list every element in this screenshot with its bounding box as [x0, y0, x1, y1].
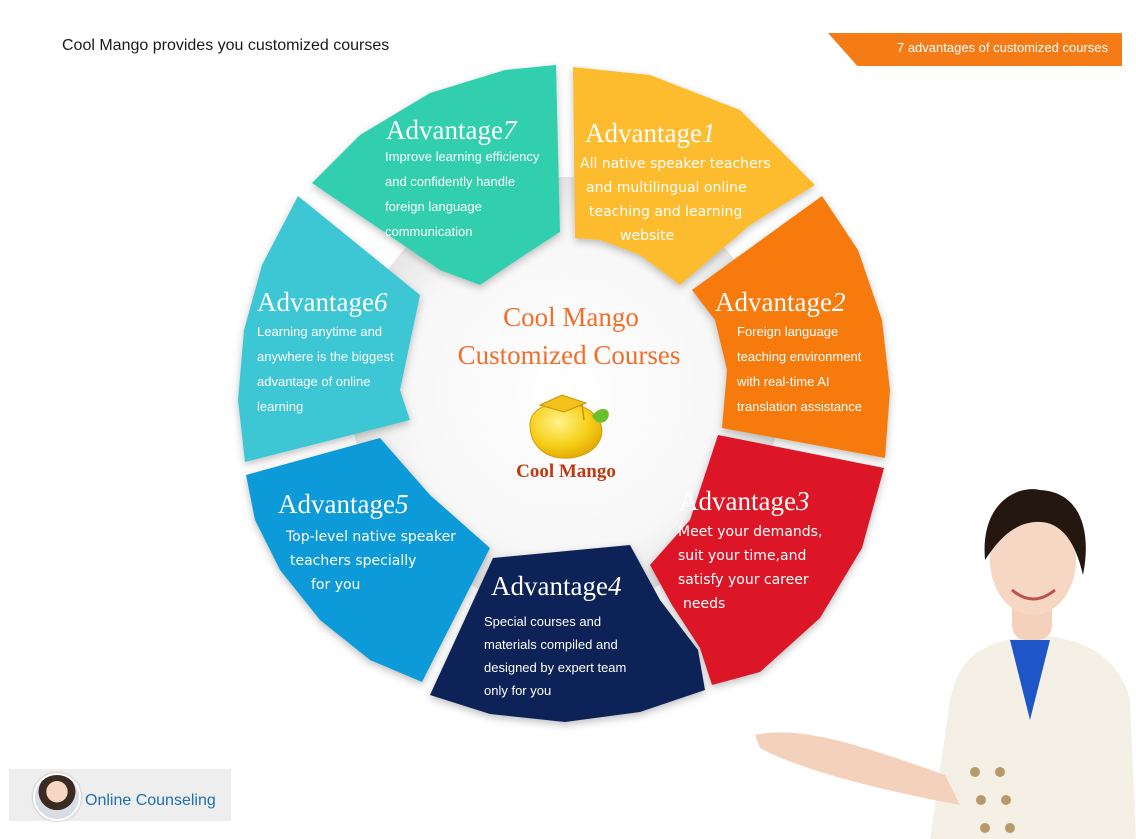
advantage-7-text: Improve learning efficiency and confiden… — [385, 149, 543, 239]
advantage-2-title: Advantage2 — [715, 287, 845, 317]
segment-advantage-1[interactable] — [573, 67, 815, 285]
wheel-center — [350, 177, 780, 607]
segment-advantage-4[interactable] — [430, 545, 705, 722]
advantage-1-title: Advantage1 — [585, 118, 715, 148]
ribbon-label: 7 advantages of customized courses — [896, 40, 1108, 55]
graduation-cap-icon — [538, 394, 588, 413]
advantage-5-title: Advantage5 — [278, 489, 408, 519]
advantage-4-text: Special courses and materials compiled a… — [484, 614, 630, 698]
advantage-3-text: Meet your demands, suit your time,and sa… — [678, 524, 827, 612]
advantage-6-title: Advantage6 — [257, 287, 388, 317]
center-title-line2: Customized Courses — [458, 340, 681, 370]
advantages-ribbon[interactable]: 7 advantages of customized courses — [828, 33, 1122, 66]
advantage-5-text: Top-level native speaker teachers specia… — [285, 529, 460, 593]
segment-advantage-6[interactable] — [238, 196, 420, 462]
segment-advantage-5[interactable] — [246, 438, 490, 682]
advantage-2-text: Foreign language teaching environment wi… — [736, 324, 865, 414]
page-title: Cool Mango provides you customized cours… — [62, 37, 390, 54]
center-title-line1: Cool Mango — [503, 302, 639, 332]
logo-text: Cool Mango — [516, 461, 616, 482]
segment-advantage-7[interactable] — [312, 65, 560, 285]
advantage-1-text: All native speaker teachers and multilin… — [580, 156, 775, 244]
presenter-photo — [755, 489, 1136, 839]
advantage-6-text: Learning anytime and anywhere is the big… — [257, 324, 397, 414]
advantage-7-title: Advantage7 — [386, 115, 518, 145]
mango-logo — [529, 394, 609, 459]
advantage-4-title: Advantage4 — [491, 571, 621, 601]
online-counseling-label: Online Counseling — [85, 792, 216, 809]
segment-advantage-3[interactable] — [650, 435, 884, 685]
online-counseling-button[interactable]: Online Counseling — [9, 769, 231, 821]
segment-advantage-2[interactable] — [692, 196, 890, 458]
advantage-3-title: Advantage3 — [679, 486, 809, 516]
counselor-avatar — [33, 773, 81, 821]
